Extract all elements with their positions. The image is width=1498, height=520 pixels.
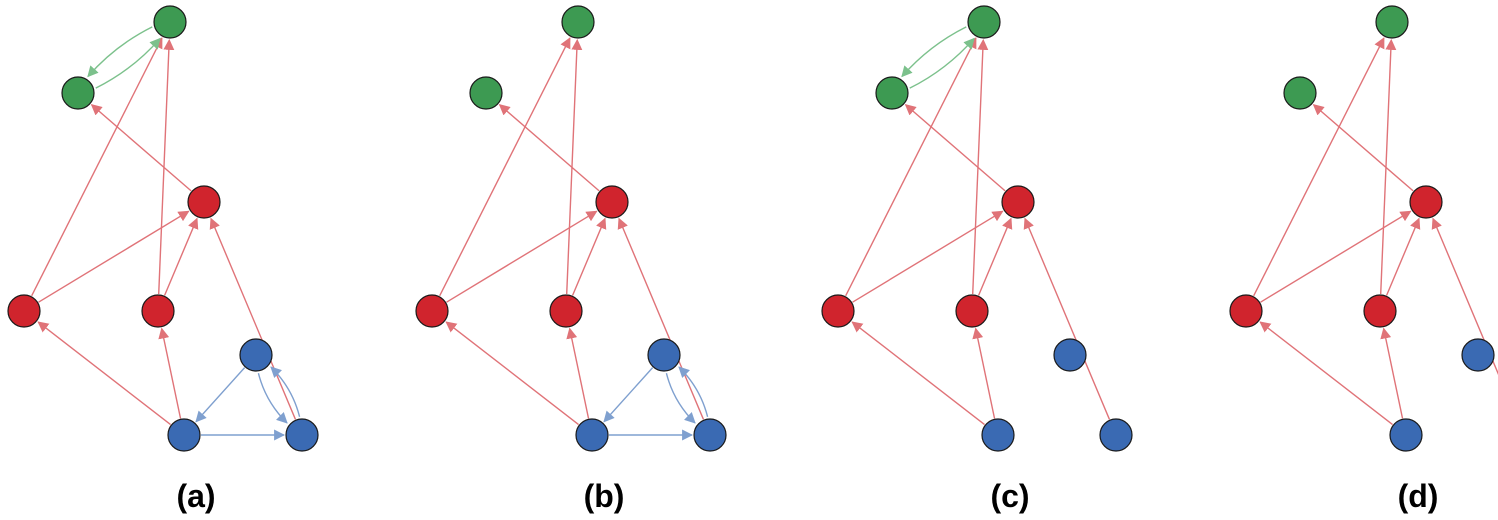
panel-2 <box>821 5 1133 452</box>
panel-3 <box>1229 5 1498 452</box>
red-edge-b1-to-r2 <box>1259 321 1393 426</box>
node-green-g1 <box>1375 5 1409 39</box>
blue-edge-b2-to-b3 <box>257 373 288 424</box>
red-edge-r2-to-r1 <box>38 210 190 303</box>
panel-label-b: (b) <box>583 478 625 514</box>
green-edge-g1-to-g2 <box>87 26 153 78</box>
red-edge-r3-to-r1 <box>571 217 607 296</box>
node-red-r1 <box>595 185 629 219</box>
node-red-r1 <box>187 185 221 219</box>
red-edge-r3-to-r1 <box>977 217 1013 296</box>
panel-0 <box>7 5 319 452</box>
node-green-g1 <box>153 5 187 39</box>
red-edge-r3-to-r1 <box>1385 217 1421 296</box>
red-edge-b3-to-r1 <box>209 217 297 420</box>
red-edge-r1-to-g2 <box>1312 104 1414 192</box>
red-edge-b1-to-r3 <box>158 327 182 419</box>
node-red-r3 <box>1363 294 1397 328</box>
node-red-r1 <box>1001 185 1035 219</box>
node-red-r2 <box>7 294 41 328</box>
green-edge-g2-to-g1 <box>909 37 975 89</box>
node-red-r3 <box>549 294 583 328</box>
panel-label-d: (d) <box>1397 478 1439 514</box>
red-edge-r1-to-g2 <box>90 104 192 192</box>
blue-edge-b3-to-b2 <box>678 366 709 417</box>
blue-edge-b2-to-b3 <box>665 373 696 424</box>
node-red-r2 <box>821 294 855 328</box>
node-red-r3 <box>955 294 989 328</box>
node-blue-b3 <box>693 418 727 452</box>
node-blue-b2 <box>1461 338 1495 372</box>
node-red-r1 <box>1409 185 1443 219</box>
node-blue-b3 <box>285 418 319 452</box>
node-green-g2 <box>469 76 503 110</box>
red-edge-r2-to-g1 <box>439 37 571 297</box>
red-edge-r2-to-g1 <box>845 37 977 297</box>
node-blue-b1 <box>167 418 201 452</box>
node-blue-b1 <box>575 418 609 452</box>
red-edge-r3-to-r1 <box>163 217 199 296</box>
red-edge-b1-to-r3 <box>972 327 996 419</box>
node-blue-b2 <box>647 338 681 372</box>
panel-label-a: (a) <box>176 478 216 514</box>
red-edge-r2-to-g1 <box>1253 37 1385 297</box>
red-edge-r2-to-r1 <box>446 210 598 303</box>
red-edge-b3-to-r1 <box>1023 217 1111 420</box>
red-edge-b3-to-r1 <box>1431 217 1498 375</box>
node-blue-b2 <box>239 338 273 372</box>
blue-edge-b2-to-b1 <box>603 367 654 423</box>
panel-1 <box>415 5 727 452</box>
node-green-g1 <box>967 5 1001 39</box>
node-red-r3 <box>141 294 175 328</box>
node-red-r2 <box>415 294 449 328</box>
red-edge-r2-to-g1 <box>31 37 163 297</box>
node-green-g2 <box>61 76 95 110</box>
red-edge-b1-to-r2 <box>851 321 985 426</box>
green-edge-g1-to-g2 <box>901 26 967 78</box>
node-green-g1 <box>561 5 595 39</box>
green-edge-g2-to-g1 <box>95 37 161 89</box>
node-blue-b2 <box>1053 338 1087 372</box>
node-red-r2 <box>1229 294 1263 328</box>
red-edge-b1-to-r3 <box>566 327 590 419</box>
red-edge-r1-to-g2 <box>904 104 1006 192</box>
red-edge-b1-to-r3 <box>1380 327 1404 419</box>
red-edge-b3-to-r1 <box>617 217 705 420</box>
node-blue-b1 <box>1389 418 1423 452</box>
node-blue-b1 <box>981 418 1015 452</box>
node-green-g2 <box>875 76 909 110</box>
red-edge-b1-to-r2 <box>445 321 579 426</box>
node-blue-b3 <box>1099 418 1133 452</box>
red-edge-r2-to-r1 <box>852 210 1004 303</box>
red-edge-b1-to-r2 <box>37 321 171 426</box>
red-edge-r2-to-r1 <box>1260 210 1412 303</box>
blue-edge-b3-to-b2 <box>270 366 301 417</box>
blue-edge-b2-to-b1 <box>195 367 246 423</box>
panel-label-c: (c) <box>990 478 1030 514</box>
red-edge-r1-to-g2 <box>498 104 600 192</box>
node-green-g2 <box>1283 76 1317 110</box>
